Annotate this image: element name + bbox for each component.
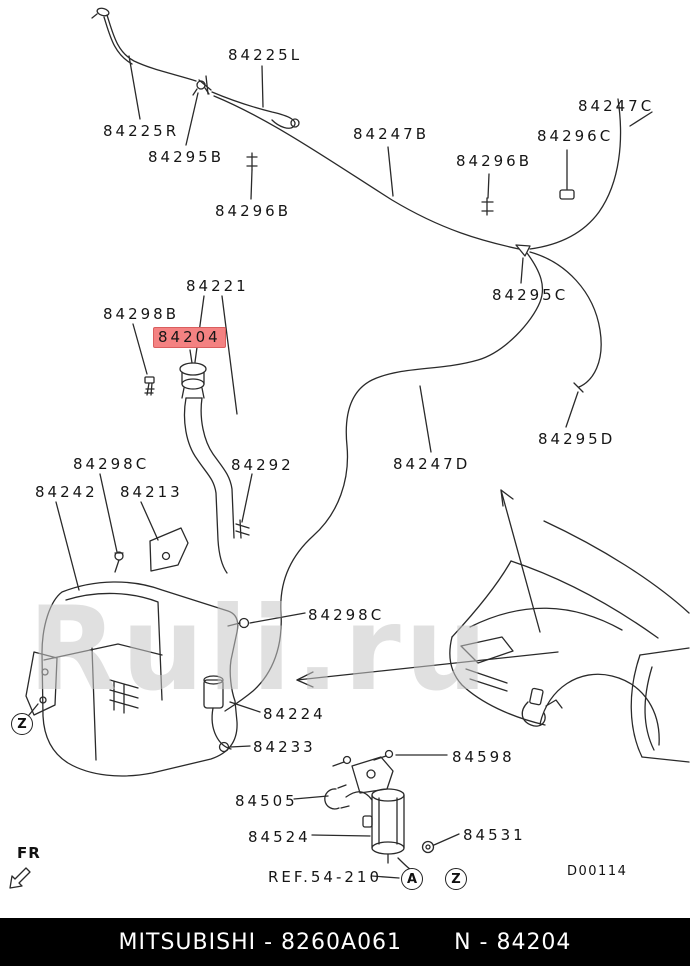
part-label-84531[interactable]: 84531 — [463, 826, 526, 844]
footer-bar: MITSUBISHI - 8260A061 N - 84204 — [0, 918, 690, 966]
part-label-84247D[interactable]: 84247D — [393, 455, 471, 473]
part-label-84296B[interactable]: 84296B — [215, 202, 292, 220]
part-label-84505[interactable]: 84505 — [235, 792, 298, 810]
part-label-84295B[interactable]: 84295B — [148, 148, 225, 166]
part-label-84296C[interactable]: 84296C — [537, 127, 614, 145]
view-marker-Z: Z — [445, 868, 467, 890]
part-label-84296B[interactable]: 84296B — [456, 152, 533, 170]
part-label-84224[interactable]: 84224 — [263, 705, 326, 723]
footer-brand-part: MITSUBISHI - 8260A061 — [118, 929, 403, 955]
view-marker-A: A — [401, 868, 423, 890]
part-label-84221[interactable]: 84221 — [186, 277, 249, 295]
part-label-84247C[interactable]: 84247C — [578, 97, 655, 115]
part-label-84298B[interactable]: 84298B — [103, 305, 180, 323]
part-label-REF.54-210[interactable]: REF.54-210 — [268, 868, 383, 886]
part-label-84298C[interactable]: 84298C — [73, 455, 150, 473]
part-label-84247B[interactable]: 84247B — [353, 125, 430, 143]
part-label-84204[interactable]: 84204 — [153, 327, 226, 348]
footer-selected-number: N - 84204 — [454, 929, 572, 955]
part-label-84524[interactable]: 84524 — [248, 828, 311, 846]
drawing-code: D00114 — [567, 864, 628, 879]
part-label-84598[interactable]: 84598 — [452, 748, 515, 766]
part-label-84225R[interactable]: 84225R — [103, 122, 180, 140]
part-label-84295C[interactable]: 84295C — [492, 286, 569, 304]
part-label-84298C[interactable]: 84298C — [308, 606, 385, 624]
part-label-84233[interactable]: 84233 — [253, 738, 316, 756]
part-label-84292[interactable]: 84292 — [231, 456, 294, 474]
fr-direction-label: FR — [17, 844, 41, 862]
part-label-84225L[interactable]: 84225L — [228, 46, 303, 64]
part-label-84295D[interactable]: 84295D — [538, 430, 616, 448]
part-label-84242[interactable]: 84242 — [35, 483, 98, 501]
view-marker-Z: Z — [11, 713, 33, 735]
part-label-84213[interactable]: 84213 — [120, 483, 183, 501]
